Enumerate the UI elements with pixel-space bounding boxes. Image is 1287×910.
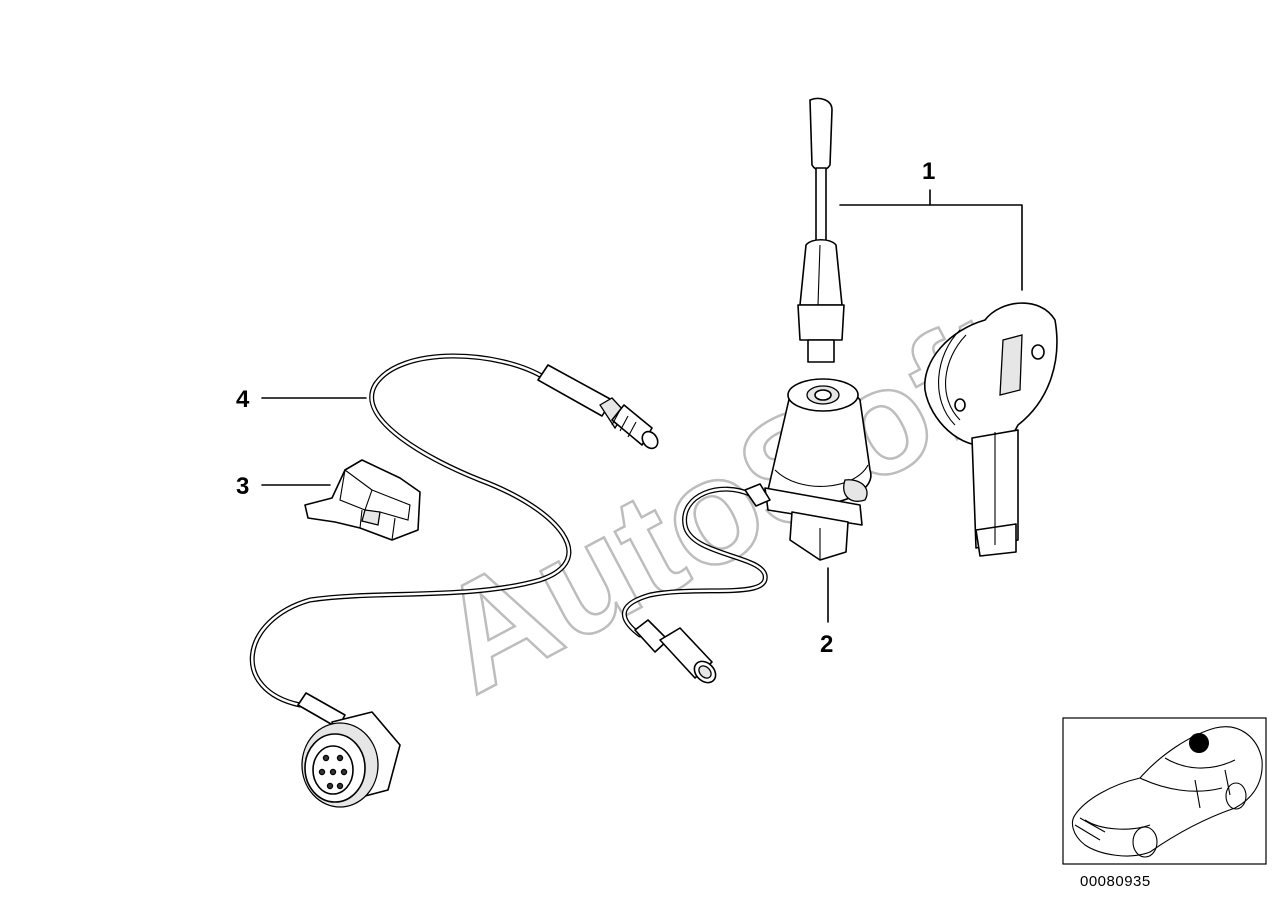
- leader-1: [839, 189, 1023, 291]
- part-1-mounting-wrench: [924, 302, 1058, 557]
- part-1-antenna-rod: [797, 97, 845, 363]
- cable-4-inner: [251, 354, 571, 707]
- part-3-cable-clip: [304, 459, 421, 541]
- coax-plug-connector: [537, 364, 659, 450]
- callout-3: 3: [236, 473, 249, 500]
- diagram-id: 00080935: [1080, 873, 1151, 890]
- callout-1: 1: [922, 158, 935, 185]
- part-4-cable-assembly: [249, 353, 659, 808]
- round-multipin-connector: [297, 692, 401, 808]
- part-2-antenna-base: [621, 378, 872, 684]
- leader-lines: [261, 189, 1023, 623]
- callout-2: 2: [820, 631, 833, 658]
- cable-2-inner: [623, 487, 767, 637]
- car-outline-icon: [1071, 726, 1263, 858]
- locator-frame: [1062, 717, 1267, 865]
- locator-inset: [1062, 717, 1267, 865]
- callout-4: 4: [236, 386, 250, 413]
- locator-dot: [1189, 733, 1209, 753]
